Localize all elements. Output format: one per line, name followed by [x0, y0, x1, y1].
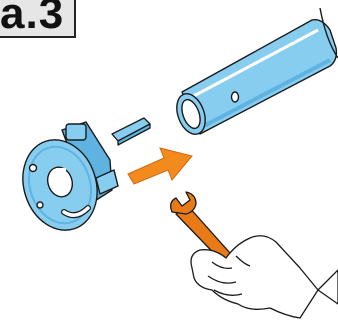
insert-arrow-icon — [128, 148, 192, 184]
tube-icon — [172, 8, 338, 138]
key-icon — [112, 118, 150, 145]
hub-flange-icon — [12, 122, 118, 240]
